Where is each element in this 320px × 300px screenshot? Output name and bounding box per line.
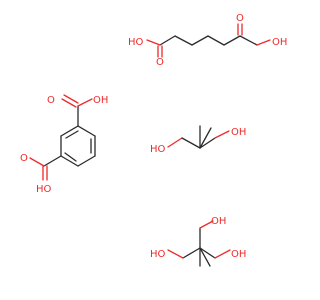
molecule-neopentyl-glycol: HO OH <box>150 125 246 155</box>
trimethylolethane-hydroxyl-top-label: OH <box>211 216 226 227</box>
isophthalic-carbonyl-oxygen-top-label: O <box>47 95 55 106</box>
molecule-adipic-acid: HO O O OH <box>128 13 287 68</box>
molecule-isophthalic-acid: O OH O HO <box>20 94 108 195</box>
molecule-trimethylolethane: OH HO OH <box>150 216 246 267</box>
trimethylolethane-hydroxyl-right-label: OH <box>231 249 246 260</box>
trimethylolethane-hydroxyl-left-label: HO <box>150 249 166 260</box>
isophthalic-hydroxyl-top-label: OH <box>93 95 108 106</box>
neopentyl-hydroxyl-right-label: OH <box>231 127 246 138</box>
adipic-carbonyl-oxygen-right-label: O <box>236 13 244 24</box>
neopentyl-hydroxyl-left-label: HO <box>150 144 166 155</box>
structure-canvas: HO O O OH O OH O HO <box>20 13 287 267</box>
isophthalic-carbonyl-oxygen-bottom-label: O <box>20 153 28 164</box>
adipic-hydroxyl-right-label: OH <box>272 37 287 48</box>
adipic-carbonyl-oxygen-left-label: O <box>156 57 164 68</box>
adipic-hydroxyl-left-label: HO <box>128 37 144 48</box>
isophthalic-hydroxyl-bottom-label: HO <box>36 184 52 195</box>
